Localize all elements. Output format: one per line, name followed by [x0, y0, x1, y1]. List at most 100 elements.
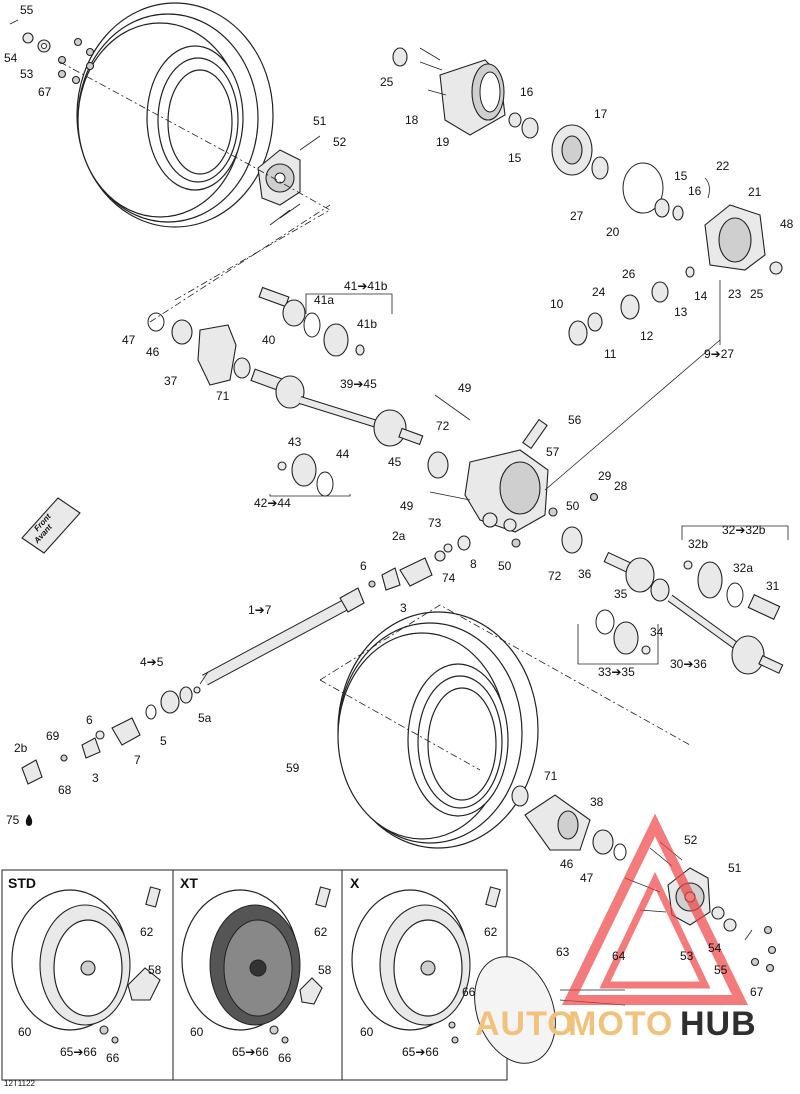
- watermark-hub: HUB: [680, 1005, 757, 1043]
- callout-48: 48: [780, 217, 794, 231]
- callout-51: 51: [313, 114, 327, 128]
- callout-55: 55: [20, 3, 34, 17]
- callout-19: 19: [436, 135, 450, 149]
- callout-49: 49: [458, 381, 472, 395]
- callout-53b: 53: [680, 949, 694, 963]
- callout-24: 24: [592, 285, 606, 299]
- callout-71b: 71: [544, 769, 558, 783]
- callout-11: 11: [604, 347, 617, 361]
- boot-32: [683, 560, 781, 620]
- callout-23: 23: [728, 287, 742, 301]
- callout-2b: 2b: [14, 741, 28, 755]
- callout-45: 45: [388, 455, 402, 469]
- callout-55b: 55: [714, 963, 728, 977]
- callout-67: 67: [38, 85, 52, 99]
- callout-46b: 46: [560, 857, 574, 871]
- callout-62-x: 62: [484, 925, 498, 939]
- ring-gear-17: [508, 112, 664, 214]
- callout-73: 73: [428, 516, 442, 530]
- callout-60-xt: 60: [190, 1025, 204, 1039]
- callout-10: 10: [550, 297, 564, 311]
- callout-68: 68: [58, 783, 72, 797]
- panel-title-std: STD: [8, 875, 36, 891]
- callout-54: 54: [4, 51, 18, 65]
- watermark-logo: [562, 813, 748, 1005]
- differential-housing-19: [419, 47, 506, 136]
- yoke-2a: [368, 535, 471, 591]
- callout-47b: 47: [580, 871, 594, 885]
- knuckle-37: [147, 204, 331, 386]
- callout-2a: 2a: [392, 529, 406, 543]
- callout-25b: 25: [750, 287, 764, 301]
- callout-65-66-std: 65➔66: [60, 1045, 97, 1059]
- callout-7: 7: [134, 753, 141, 767]
- callout-56: 56: [568, 413, 582, 427]
- callout-57: 57: [546, 445, 560, 459]
- callout-36: 36: [578, 567, 592, 581]
- callout-6: 6: [360, 559, 367, 573]
- callout-75: 75: [6, 813, 20, 827]
- callout-4-5: 4➔5: [140, 655, 164, 669]
- callout-22: 22: [716, 159, 730, 173]
- front-arrow: [21, 497, 81, 554]
- callout-66-xt: 66: [278, 1051, 292, 1065]
- callout-9-27: 9➔27: [704, 347, 734, 361]
- callout-31: 31: [766, 579, 780, 593]
- lug-nuts-top: [9, 19, 95, 85]
- callout-52b: 52: [684, 833, 698, 847]
- coupler-4: [145, 686, 201, 720]
- callout-37: 37: [164, 374, 178, 388]
- callout-52: 52: [333, 135, 347, 149]
- callout-64: 64: [612, 949, 626, 963]
- callout-32-32b: 32➔32b: [722, 523, 766, 537]
- callout-33-35: 33➔35: [598, 665, 635, 679]
- callout-34: 34: [650, 625, 664, 639]
- callout-28: 28: [614, 479, 628, 493]
- callout-15b: 15: [674, 169, 688, 183]
- callout-25: 25: [380, 75, 394, 89]
- callout-67b: 67: [750, 985, 764, 999]
- knuckle-38: [511, 785, 627, 861]
- callout-27: 27: [570, 209, 584, 223]
- callout-18: 18: [405, 113, 419, 127]
- callout-72: 72: [436, 419, 450, 433]
- callout-14: 14: [694, 289, 708, 303]
- callout-50b: 50: [498, 559, 512, 573]
- callout-65-66-xt: 65➔66: [232, 1045, 269, 1059]
- callout-5: 5: [160, 734, 167, 748]
- callout-74: 74: [442, 571, 456, 585]
- watermark-auto: AUTO: [475, 1005, 575, 1043]
- callout-58-std: 58: [148, 963, 162, 977]
- propeller-shaft-1: [199, 587, 365, 686]
- watermark-moto: MOTO: [568, 1005, 673, 1043]
- callout-41a: 41a: [314, 293, 334, 307]
- callout-47: 47: [122, 333, 136, 347]
- panel-title-xt: XT: [180, 875, 198, 891]
- rear-drive-shaft-30: [603, 551, 784, 675]
- callout-3b: 3: [92, 771, 99, 785]
- callout-labels: 55 54 53 67 51 52 25 18 19 16 15 17 22 1…: [4, 3, 794, 1088]
- callout-17: 17: [594, 107, 608, 121]
- callout-1-7: 1➔7: [248, 603, 272, 617]
- pinion-assembly: [568, 266, 721, 346]
- wheel-hub-front: [257, 135, 321, 226]
- callout-44: 44: [336, 447, 350, 461]
- callout-60-std: 60: [18, 1025, 32, 1039]
- panel-title-x: X: [350, 875, 360, 891]
- boot-33: [595, 609, 651, 655]
- callout-50: 50: [566, 499, 580, 513]
- callout-60-x: 60: [360, 1025, 374, 1039]
- callout-26: 26: [622, 267, 636, 281]
- callout-69: 69: [46, 729, 60, 743]
- seal-25: [392, 47, 408, 67]
- cv-joint-40: [258, 286, 365, 357]
- callout-53: 53: [20, 67, 34, 81]
- callout-16b: 16: [688, 184, 702, 198]
- callout-40: 40: [262, 333, 276, 347]
- drive-shaft-39: [250, 368, 424, 447]
- callout-62-std: 62: [140, 925, 154, 939]
- callout-46: 46: [146, 345, 160, 359]
- callout-30-36: 30➔36: [670, 657, 707, 671]
